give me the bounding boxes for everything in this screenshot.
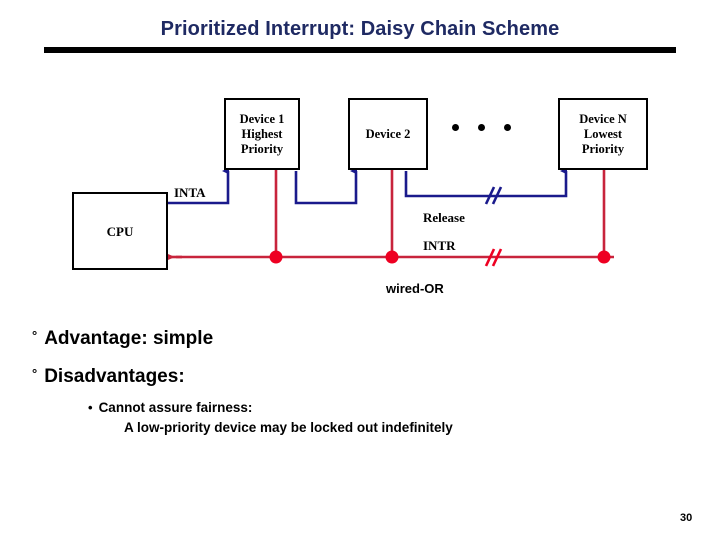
intr-break-marks bbox=[484, 248, 503, 267]
bullet-disadvantages: ° Disadvantages: bbox=[32, 366, 185, 388]
page-number: 30 bbox=[680, 512, 693, 524]
bullet-fairness: • Cannot assure fairness: bbox=[88, 400, 252, 415]
device-2-box: Device 2 bbox=[348, 98, 428, 170]
bullet-advantage-text: Advantage: simple bbox=[44, 328, 214, 349]
device-1-box: Device 1 Highest Priority bbox=[224, 98, 300, 170]
inta-wire-cpu-to-dev1 bbox=[168, 167, 230, 205]
bullet-fairness-text: Cannot assure fairness: bbox=[98, 400, 253, 415]
device-n-line-1: Device N bbox=[579, 111, 627, 126]
inta-label: INTA bbox=[172, 185, 208, 201]
ellipsis-dot bbox=[504, 124, 511, 131]
page-title: Prioritized Interrupt: Daisy Chain Schem… bbox=[160, 18, 560, 40]
bullet-fairness-detail: A low-priority device may be locked out … bbox=[124, 420, 453, 435]
device-1-line-3: Priority bbox=[240, 141, 284, 156]
device-1-line-2: Highest bbox=[241, 126, 283, 141]
cpu-label: CPU bbox=[106, 223, 134, 239]
bullet-marker-dot: • bbox=[88, 400, 93, 415]
bullet-disadvantages-text: Disadvantages: bbox=[44, 366, 185, 387]
ellipsis-dots bbox=[448, 120, 520, 136]
title-divider bbox=[44, 47, 676, 53]
ellipsis-dot bbox=[452, 124, 459, 131]
device-n-box: Device N Lowest Priority bbox=[558, 98, 648, 170]
inta-wire-dev1-to-dev2 bbox=[294, 167, 358, 205]
intr-label: INTR bbox=[421, 238, 458, 254]
bullet-advantage: ° Advantage: simple bbox=[32, 328, 213, 350]
bullet-marker-degree: ° bbox=[32, 366, 38, 381]
cpu-box: CPU bbox=[72, 192, 168, 270]
intr-junction-dots bbox=[269, 250, 611, 264]
release-label: Release bbox=[421, 210, 467, 226]
wired-or-caption: wired-OR bbox=[386, 281, 444, 296]
device-n-line-3: Priority bbox=[581, 141, 625, 156]
device-1-line-1: Device 1 bbox=[239, 111, 285, 126]
bullet-marker-degree: ° bbox=[32, 328, 38, 343]
inta-wire-dev2-to-devn bbox=[404, 167, 568, 198]
device-n-line-2: Lowest bbox=[583, 126, 623, 141]
device-2-line-1: Device 2 bbox=[365, 126, 411, 141]
inta-break-marks bbox=[484, 186, 503, 205]
ellipsis-dot bbox=[478, 124, 485, 131]
